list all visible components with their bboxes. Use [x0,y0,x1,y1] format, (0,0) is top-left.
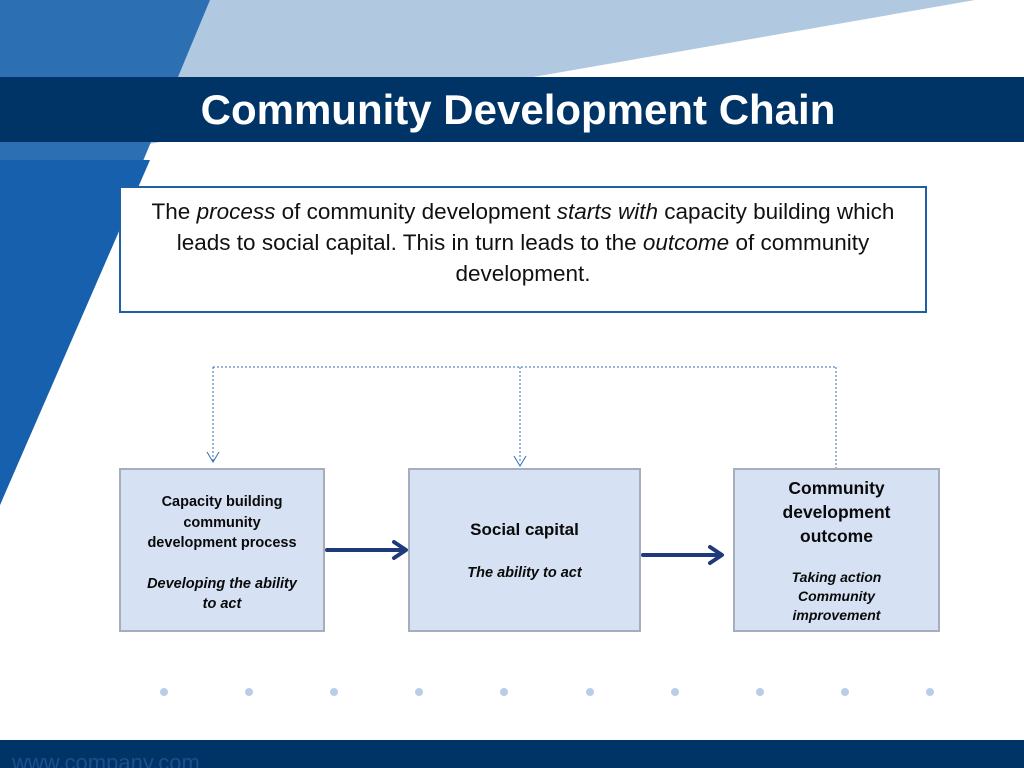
flow-arrow-2 [641,545,724,565]
intro-part: capacity building which leads to social … [176,199,895,255]
intro-part-italic: outcome [642,230,730,255]
feedback-loop-lines [212,366,837,468]
heading-line: Community [788,478,885,498]
dark-blue-wedge [0,160,150,505]
footer-url: www.company.com [12,750,200,768]
footer-bar: www.company.com [0,740,1024,768]
heading-line: Social capital [470,520,579,539]
arrowhead-down-icon [513,455,527,467]
node-heading: Community development outcome [741,476,932,548]
intro-part-italic: process [196,199,276,224]
slide-title: Community Development Chain [200,85,836,133]
node-subheading: The ability to act [418,563,631,583]
community-outcome-box: Community development outcome Taking act… [733,468,940,632]
heading-line: Capacity building [161,494,283,510]
arrowhead-right-icon [708,545,724,565]
heading-line: community [183,514,261,531]
intro-part: of community development. [455,230,870,286]
node-subheading: Taking action Community improvement [741,568,932,625]
node-heading: Social capital [418,519,631,541]
title-bar: Community Development Chain [0,77,1024,142]
arrowhead-right-icon [392,540,408,560]
arrowhead-down-icon [206,451,220,463]
intro-part-italic: starts with [556,199,659,224]
heading-line: outcome [800,526,873,546]
capacity-building-box: Capacity building community development … [119,468,325,632]
subheading-line: Community [798,588,875,604]
subheading-line: Taking action [791,569,882,585]
flow-arrow-1 [325,540,408,560]
intro-text-box: The process of community development sta… [119,186,927,313]
social-capital-box: Social capital The ability to act [408,468,641,632]
intro-part: The [151,199,197,224]
feedback-arrowheads [206,451,527,467]
subheading-line: The ability to act [467,565,582,581]
heading-line: development process [147,535,297,551]
node-heading: Capacity building community development … [129,492,315,554]
intro-part: of community development [275,199,557,224]
node-subheading: Developing the ability to act [129,574,315,615]
heading-line: development [782,502,891,522]
subheading-line: Developing the ability [147,575,297,592]
subheading-line: improvement [792,607,881,623]
subheading-line: to act [202,596,242,612]
